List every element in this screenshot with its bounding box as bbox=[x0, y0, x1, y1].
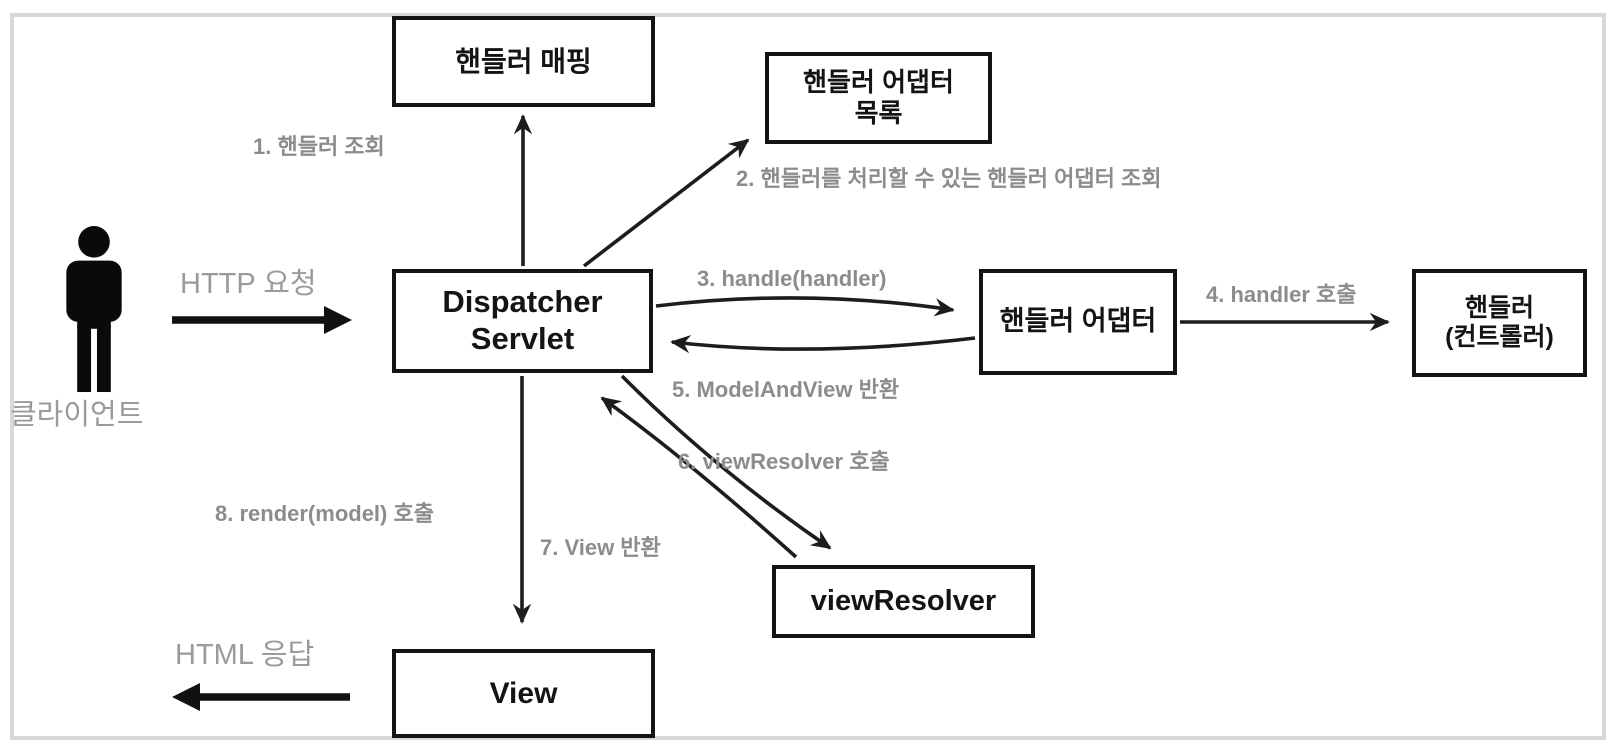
arrow-step7-view-return bbox=[600, 396, 798, 559]
handler-controller-label-line1: 핸들러 bbox=[1464, 293, 1534, 322]
arrow-step2-adapter-lookup bbox=[582, 138, 750, 268]
dispatcher-servlet-box: Dispatcher Servlet bbox=[392, 269, 653, 373]
step2-label: 2. 핸들러를 처리할 수 있는 핸들러 어댑터 조회 bbox=[736, 166, 1162, 191]
client-label: 클라이언트 bbox=[10, 399, 144, 431]
handler-adapter-box: 핸들러 어댑터 bbox=[979, 269, 1177, 375]
handler-controller-label-line2: (컨트롤러) bbox=[1445, 323, 1554, 351]
arrow-step6-viewresolver-call bbox=[620, 374, 832, 550]
step8-label: 8. render(model) 호출 bbox=[215, 501, 434, 526]
view-resolver-box: viewResolver bbox=[772, 565, 1035, 638]
dispatcher-servlet-label-line2: Servlet bbox=[470, 321, 575, 356]
handler-adapter-list-box: 핸들러 어댑터 목록 bbox=[765, 52, 992, 144]
handler-mapping-box: 핸들러 매핑 bbox=[392, 16, 655, 107]
view-label: View bbox=[489, 676, 558, 710]
html-response-label: HTML 응답 bbox=[175, 639, 315, 671]
step5-label: 5. ModelAndView 반환 bbox=[672, 377, 900, 402]
handler-controller-box: 핸들러 (컨트롤러) bbox=[1412, 269, 1587, 377]
arrow-step3-handle-handler bbox=[655, 296, 955, 317]
step4-label: 4. handler 호출 bbox=[1206, 282, 1357, 307]
view-box: View bbox=[392, 649, 655, 738]
client-person-icon bbox=[66, 226, 122, 393]
step1-label: 1. 핸들러 조회 bbox=[253, 134, 385, 159]
handler-adapter-list-label-line1: 핸들러 어댑터 bbox=[803, 67, 954, 98]
dispatcher-servlet-label-line1: Dispatcher bbox=[442, 284, 603, 320]
view-resolver-label: viewResolver bbox=[810, 585, 997, 618]
handler-adapter-label: 핸들러 어댑터 bbox=[999, 306, 1157, 337]
step6-label: 6. viewResolver 호출 bbox=[678, 449, 890, 474]
handler-mapping-label: 핸들러 매핑 bbox=[455, 45, 592, 77]
arrow-step5-modelandview-return bbox=[670, 335, 976, 354]
http-request-label: HTTP 요청 bbox=[180, 268, 317, 300]
step3-label: 3. handle(handler) bbox=[697, 266, 887, 291]
handler-adapter-list-label-line2: 목록 bbox=[854, 98, 903, 128]
step7-label: 7. View 반환 bbox=[540, 535, 661, 560]
